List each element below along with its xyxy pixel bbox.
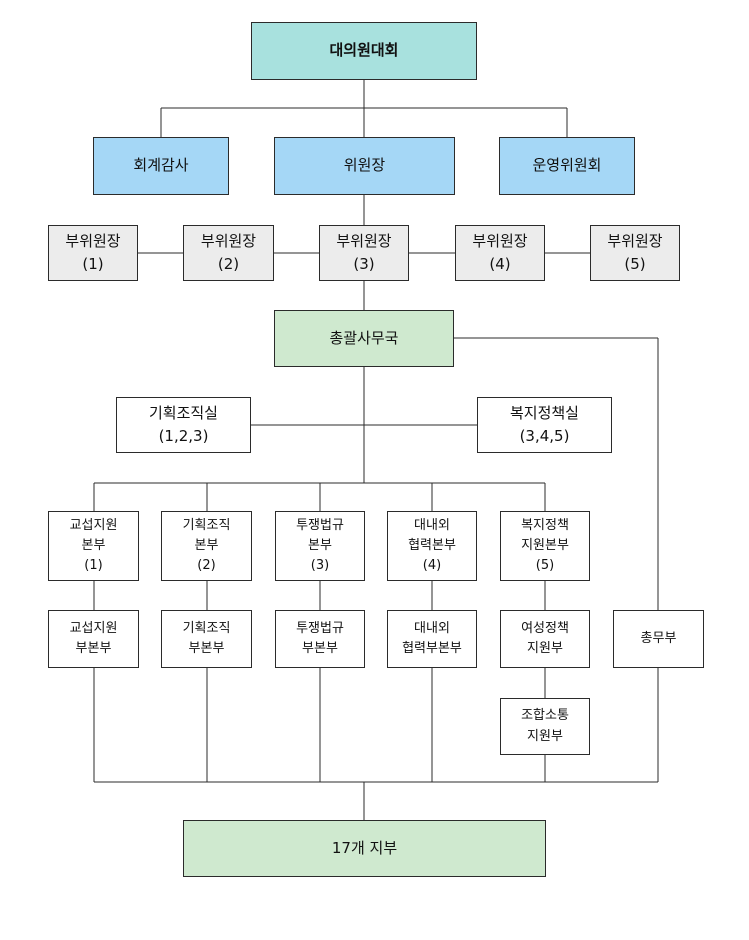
hq-2-box: 기획조직 본부 (2)	[161, 511, 252, 581]
hq-line2: 본부	[194, 537, 219, 553]
vice-chair-number: (1)	[82, 255, 104, 273]
hq-3-box: 투쟁법규 본부 (3)	[275, 511, 365, 581]
branches-label: 17개 지부	[331, 838, 398, 857]
vice-chair-label: 부위원장	[472, 231, 528, 250]
sub-dept-line1: 대내외	[414, 620, 450, 636]
vice-chair-5-box: 부위원장 (5)	[590, 225, 680, 281]
hq-number: (1)	[84, 558, 103, 574]
general-affairs-label: 총무부	[640, 630, 677, 646]
welfare-office-scope: (3,4,5)	[519, 427, 570, 445]
union-comm-line1: 조합소통	[521, 708, 569, 724]
vice-chair-3-box: 부위원장 (3)	[319, 225, 409, 281]
planning-office-scope: (1,2,3)	[158, 427, 209, 445]
general-affairs-box: 총무부	[613, 610, 704, 668]
sub-dept-line1: 여성정책	[521, 620, 569, 636]
audit-box: 회계감사	[93, 137, 229, 195]
hq-line2: 본부	[81, 537, 106, 553]
chairman-box: 위원장	[274, 137, 455, 195]
hq-5-box: 복지정책 지원본부 (5)	[500, 511, 590, 581]
hq-number: (5)	[535, 558, 555, 574]
delegates-assembly-box: 대의원대회	[251, 22, 477, 80]
sub-dept-line2: 부본부	[188, 641, 225, 656]
sub-dept-3-box: 투쟁법규 부본부	[275, 610, 365, 668]
vice-chair-number: (5)	[624, 255, 646, 273]
vice-chair-2-box: 부위원장 (2)	[183, 225, 274, 281]
vice-chair-number: (3)	[353, 255, 375, 273]
hq-line1: 대내외	[414, 517, 450, 533]
sub-dept-line1: 투쟁법규	[296, 620, 344, 636]
sub-dept-line1: 기획조직	[182, 620, 231, 636]
vice-chair-label: 부위원장	[336, 231, 392, 250]
hq-line1: 기획조직	[182, 517, 231, 533]
hq-line1: 교섭지원	[69, 517, 118, 533]
sub-dept-line2: 지원부	[527, 641, 563, 656]
planning-office-box: 기획조직실 (1,2,3)	[116, 397, 251, 453]
general-secretariat-label: 총괄사무국	[329, 328, 399, 347]
hq-number: (2)	[197, 558, 216, 574]
hq-line2: 지원본부	[521, 537, 569, 553]
welfare-office-label: 복지정책실	[509, 403, 579, 422]
vice-chair-1-box: 부위원장 (1)	[48, 225, 138, 281]
steering-committee-label: 운영위원회	[532, 156, 602, 175]
vice-chair-4-box: 부위원장 (4)	[455, 225, 545, 281]
hq-number: (3)	[310, 558, 330, 574]
union-comm-line2: 지원부	[527, 728, 563, 744]
steering-committee-box: 운영위원회	[499, 137, 635, 195]
hq-line1: 복지정책	[521, 517, 569, 533]
planning-office-label: 기획조직실	[148, 403, 218, 422]
audit-label: 회계감사	[133, 156, 189, 175]
hq-line2: 본부	[308, 537, 332, 553]
sub-dept-line2: 협력부본부	[402, 641, 462, 656]
womens-policy-box: 여성정책 지원부	[500, 610, 590, 668]
hq-number: (4)	[422, 558, 442, 574]
sub-dept-2-box: 기획조직 부본부	[161, 610, 252, 668]
welfare-office-box: 복지정책실 (3,4,5)	[477, 397, 612, 453]
vice-chair-label: 부위원장	[607, 231, 663, 250]
sub-dept-line1: 교섭지원	[69, 620, 118, 636]
sub-dept-line2: 부본부	[302, 641, 338, 656]
vice-chair-number: (2)	[217, 255, 240, 273]
sub-dept-1-box: 교섭지원 부본부	[48, 610, 139, 668]
vice-chair-label: 부위원장	[65, 231, 121, 250]
general-secretariat-box: 총괄사무국	[274, 310, 454, 367]
union-comm-box: 조합소통 지원부	[500, 698, 590, 755]
vice-chair-label: 부위원장	[200, 231, 257, 250]
sub-dept-line2: 부본부	[75, 641, 112, 656]
hq-4-box: 대내외 협력본부 (4)	[387, 511, 477, 581]
sub-dept-4-box: 대내외 협력부본부	[387, 610, 477, 668]
branches-box: 17개 지부	[183, 820, 546, 877]
chairman-label: 위원장	[343, 156, 386, 175]
hq-line2: 협력본부	[408, 537, 456, 553]
hq-1-box: 교섭지원 본부 (1)	[48, 511, 139, 581]
vice-chair-number: (4)	[489, 255, 511, 273]
delegates-assembly-label: 대의원대회	[329, 41, 399, 60]
hq-line1: 투쟁법규	[296, 517, 344, 533]
